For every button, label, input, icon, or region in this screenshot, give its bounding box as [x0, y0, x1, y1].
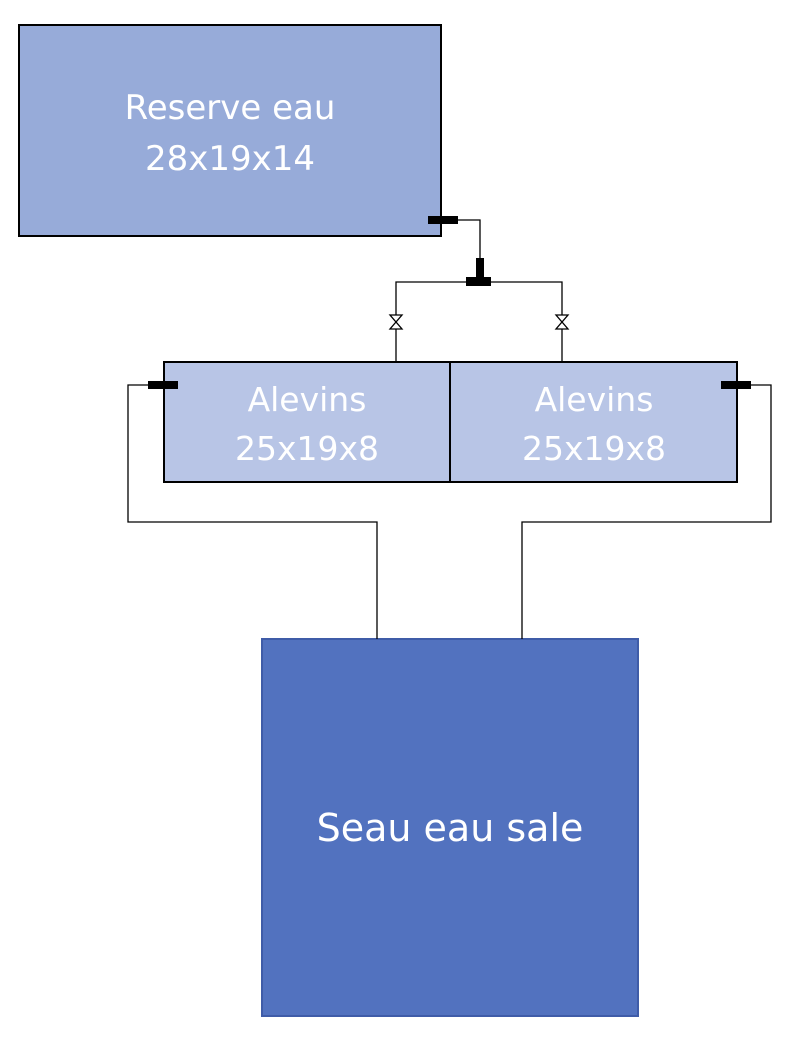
t-junction-bar: [466, 277, 491, 286]
right-drain-pipe: [521, 384, 772, 639]
reserve-tank-name: Reserve eau: [125, 88, 336, 128]
alevins-right-box: [449, 361, 738, 483]
alevins-right-dimensions: 25x19x8: [522, 429, 666, 468]
dirty-water-bucket-box: [261, 638, 639, 1017]
reserve-tank-box: [18, 24, 442, 237]
t-junction-stem: [476, 258, 484, 282]
dirty-water-bucket-label: Seau eau sale: [317, 806, 584, 850]
left-drain-fitting: [148, 381, 178, 389]
right-valve-icon: [554, 314, 570, 330]
reserve-outlet-pipe: [455, 219, 481, 262]
dirty-water-bucket: Seau eau sale: [261, 638, 639, 1017]
supply-manifold-pipe: [395, 281, 563, 362]
left-valve-icon: [388, 314, 404, 330]
reserve-outlet-fitting: [428, 216, 458, 224]
supply-pipes: [388, 216, 570, 362]
right-drain-fitting: [721, 381, 751, 389]
alevins-left-box: [163, 361, 451, 483]
alevins-right-name: Alevins: [535, 380, 654, 419]
reserve-tank-dimensions: 28x19x14: [145, 139, 315, 179]
left-drain-pipe: [127, 384, 378, 639]
alevins-tanks: Alevins 25x19x8 Alevins 25x19x8: [163, 361, 738, 483]
alevins-left-dimensions: 25x19x8: [235, 429, 379, 468]
reserve-tank: Reserve eau 28x19x14: [18, 24, 442, 237]
drain-pipes: [127, 381, 772, 639]
alevins-left-name: Alevins: [248, 380, 367, 419]
